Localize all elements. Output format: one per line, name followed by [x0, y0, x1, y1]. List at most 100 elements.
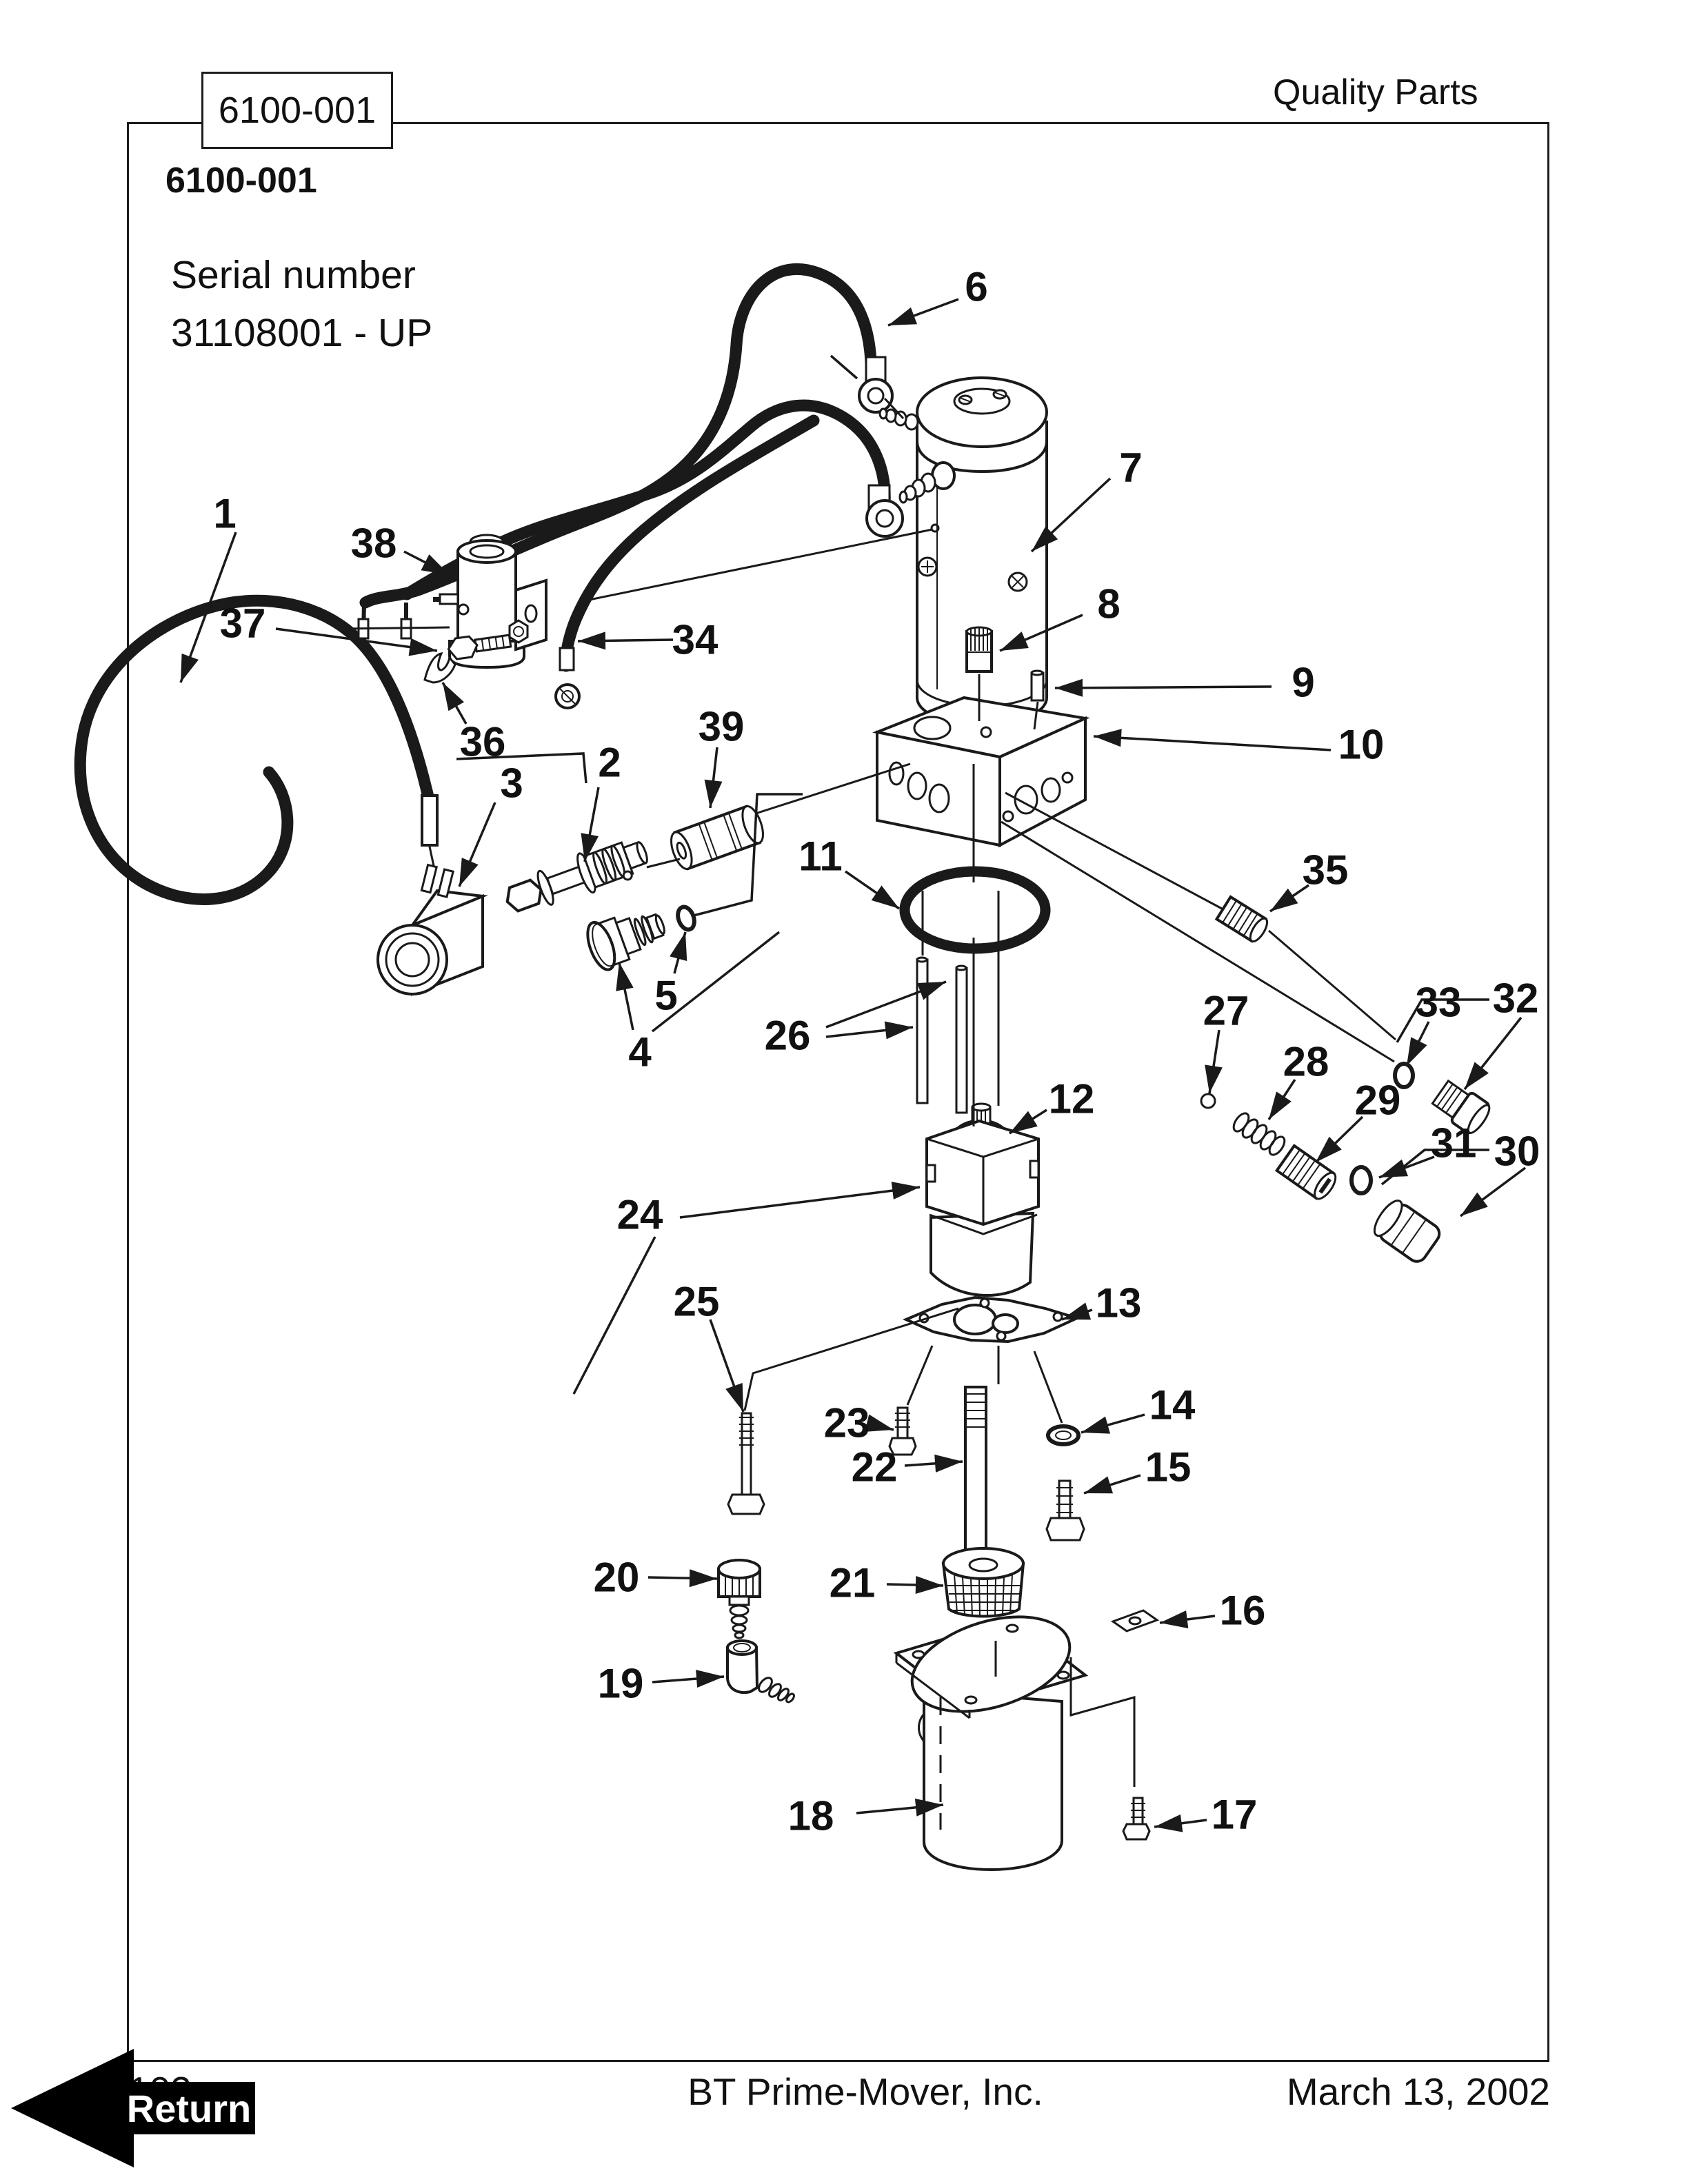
return-button[interactable]: Return [8, 2045, 259, 2178]
callout-11: 11 [798, 833, 900, 910]
motor-barb-upper [878, 407, 919, 431]
svg-text:29: 29 [1355, 1078, 1401, 1124]
callout-25: 25 [674, 1279, 745, 1413]
callout-38: 38 [351, 520, 450, 576]
callout-3: 3 [458, 760, 523, 887]
footer-company: BT Prime-Mover, Inc. [687, 2070, 1043, 2113]
cap-30 [1373, 1200, 1441, 1263]
svg-text:11: 11 [798, 833, 842, 880]
clamp-plate-16 [1110, 1609, 1160, 1632]
svg-text:33: 33 [1416, 980, 1462, 1026]
callout-35: 35 [1269, 847, 1349, 913]
ring-terminal [865, 499, 904, 538]
callout-37: 37 [220, 600, 438, 656]
svg-text:1: 1 [213, 491, 236, 537]
manifold-block-10 [872, 696, 1090, 848]
o-ring-5 [676, 904, 696, 932]
motor-barb-lower [898, 461, 956, 504]
bolt-15 [1045, 1479, 1085, 1541]
callout-39: 39 [699, 704, 744, 809]
svg-text:12: 12 [1049, 1076, 1095, 1122]
pin-9 [1030, 669, 1045, 702]
callout-29: 29 [1314, 1078, 1401, 1164]
svg-text:4: 4 [628, 1029, 652, 1075]
callout-9: 9 [1054, 660, 1315, 706]
svg-text:14: 14 [1149, 1382, 1196, 1428]
callout-4: 4 [616, 931, 781, 1075]
svg-text:18: 18 [788, 1793, 834, 1839]
spacer-39 [670, 805, 764, 871]
svg-text:28: 28 [1283, 1039, 1329, 1085]
callout-32: 32 [1396, 975, 1539, 1091]
svg-text:16: 16 [1220, 1588, 1266, 1634]
bolt-17 [1122, 1797, 1151, 1841]
clip-36 [423, 651, 456, 684]
svg-text:22: 22 [852, 1444, 898, 1490]
svg-text:27: 27 [1203, 988, 1249, 1034]
svg-text:25: 25 [674, 1279, 720, 1325]
bolt-37 [447, 634, 512, 660]
callout-18: 18 [788, 1793, 944, 1839]
washer-14 [1046, 1424, 1081, 1446]
serial-number-range: 31108001 - UP [171, 311, 433, 355]
svg-text:20: 20 [594, 1555, 640, 1601]
pump-24 [925, 1102, 1040, 1297]
svg-text:13: 13 [1096, 1280, 1142, 1326]
callout-15: 15 [1083, 1444, 1191, 1495]
quality-parts-label: Quality Parts [1273, 72, 1478, 112]
callout-21: 21 [830, 1560, 944, 1606]
bolt-25 [727, 1412, 765, 1515]
svg-text:36: 36 [460, 719, 506, 765]
callout-27: 27 [1203, 988, 1249, 1094]
svg-text:19: 19 [598, 1661, 644, 1707]
serial-number-label: Serial number [171, 253, 416, 297]
coupling-8 [965, 626, 993, 673]
solenoid-terminal [439, 593, 459, 605]
spring-28 [1232, 1112, 1286, 1156]
set-screw-35 [1214, 895, 1269, 943]
cable-1-loop [74, 594, 435, 905]
svg-text:10: 10 [1338, 722, 1385, 768]
o-ring-11 [899, 866, 1051, 954]
callout-31: 31 [1378, 1120, 1477, 1179]
ring-terminal [858, 378, 894, 414]
plug-32 [1431, 1079, 1491, 1135]
callout-33: 33 [1405, 980, 1462, 1066]
callout-12: 12 [1009, 1076, 1095, 1135]
svg-text:35: 35 [1303, 847, 1349, 893]
svg-text:2: 2 [598, 740, 621, 786]
return-arrow-shape[interactable] [11, 2049, 255, 2167]
svg-text:24: 24 [617, 1192, 663, 1238]
callout-34: 34 [577, 617, 719, 663]
motor-7 [878, 376, 1048, 727]
return-button-label[interactable]: Return [127, 2087, 251, 2130]
callout-16: 16 [1159, 1588, 1266, 1634]
cable-34-path [560, 414, 820, 672]
svg-text:30: 30 [1494, 1129, 1540, 1175]
callout-1: 1 [179, 491, 237, 683]
mount-plate-13 [903, 1295, 1081, 1344]
footer-date: March 13, 2002 [1286, 2070, 1550, 2113]
svg-text:32: 32 [1493, 975, 1539, 1022]
svg-text:3: 3 [500, 760, 523, 807]
callout-5: 5 [654, 793, 803, 1019]
ball-27 [1200, 1093, 1216, 1109]
svg-text:6: 6 [965, 264, 987, 310]
tubes-26 [916, 956, 968, 1114]
callout-8: 8 [999, 581, 1121, 652]
svg-text:7: 7 [1119, 445, 1142, 491]
plug-4 [586, 913, 665, 971]
svg-text:9: 9 [1292, 660, 1314, 706]
o-ring-33 [1393, 1062, 1415, 1089]
reservoir-18 [893, 1615, 1089, 1872]
callout-13: 13 [1061, 1280, 1142, 1326]
callout-23: 23 [824, 1400, 894, 1446]
callout-7: 7 [1030, 445, 1143, 553]
svg-text:31: 31 [1431, 1120, 1477, 1166]
svg-text:8: 8 [1097, 581, 1120, 627]
callout-26: 26 [765, 980, 947, 1059]
callout-2: 2 [456, 740, 621, 862]
